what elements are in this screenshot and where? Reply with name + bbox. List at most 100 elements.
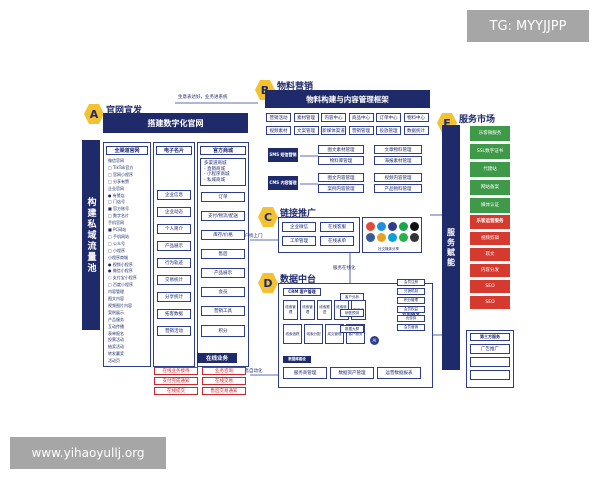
social-icon bbox=[388, 233, 397, 242]
section-c-title: 链接推广 bbox=[280, 209, 317, 219]
flow-note-top: 生意表达好，业务进系统 bbox=[178, 95, 228, 100]
section-b-title: 物料营销 bbox=[277, 82, 314, 92]
card-item: 分享统计 bbox=[157, 292, 191, 302]
material-mid1-item: 图文素材管理 bbox=[318, 145, 364, 154]
member-item: 优惠券 bbox=[397, 315, 425, 322]
channel-list-item: 图文内容 bbox=[108, 296, 124, 301]
social-icon bbox=[366, 222, 375, 231]
material-row2-item: 营销管理 bbox=[348, 126, 374, 135]
card-item: 拓客数据 bbox=[157, 309, 191, 319]
red-service: SEO bbox=[470, 296, 510, 309]
material-row1-item: 商品中心 bbox=[348, 113, 374, 122]
material-mid2-item: 图文内容管理 bbox=[318, 173, 364, 182]
channel-website-header: 全渠道官网 bbox=[106, 146, 148, 155]
material-row2-item: 视频素材 bbox=[266, 126, 291, 135]
social-icon bbox=[399, 222, 408, 231]
online-item: 在线交易 bbox=[202, 377, 246, 385]
channel-list-item: 投票活动 bbox=[108, 337, 124, 343]
data-bottom-item: 服务商管理 bbox=[283, 367, 327, 379]
channel-list-item: 互动传播 bbox=[108, 323, 124, 329]
data-bottom-item: 运营数据报表 bbox=[377, 367, 421, 379]
material-row1-item: 物料中心 bbox=[403, 113, 429, 122]
material-row2-item: 文案管理 bbox=[293, 126, 319, 135]
channel-list-item: ○ 支付宝小程序 bbox=[108, 275, 137, 281]
material-row1-item: 素材管理 bbox=[293, 113, 319, 122]
channel-list-item: □ 数字名片 bbox=[108, 213, 130, 219]
channel-list-item: ● 有赞店 bbox=[108, 192, 125, 198]
crm-item-row2: 成交管理 bbox=[325, 324, 344, 344]
card-item: 企业动态 bbox=[157, 207, 191, 217]
member-item: 会员营销 bbox=[397, 324, 425, 331]
green-service: 乐客微服务 bbox=[470, 126, 510, 141]
green-service: 媒体认证 bbox=[470, 198, 510, 213]
channel-list-item: □ 分享有赞 bbox=[108, 178, 130, 184]
red-service: 软文 bbox=[470, 248, 510, 261]
card-item: 行为轨迹 bbox=[157, 258, 191, 268]
online-item: 业务咨询 bbox=[202, 367, 246, 375]
channel-list-item: ■ 官方账号 bbox=[108, 206, 130, 212]
third-party-title: 第三方服务 bbox=[470, 333, 510, 341]
crm-item: 线索管理 bbox=[283, 300, 298, 320]
sms-label: SMS 短信营销 bbox=[268, 148, 298, 162]
material-right1-item: 文章物料管理 bbox=[374, 145, 422, 154]
red-service: 内容分发 bbox=[470, 264, 510, 277]
channel-list-item: □ TikTok官方 bbox=[108, 164, 134, 170]
channel-list-item: 抽奖活动 bbox=[108, 344, 124, 350]
data-bottom-item: 数据资产管理 bbox=[330, 367, 374, 379]
crm-label: CRM 客户管理 bbox=[283, 288, 321, 296]
mall-item: 会员 bbox=[201, 287, 245, 297]
section-b-banner: 物料构建与内容管理框架 bbox=[265, 90, 430, 108]
channel-list-item: 微信官网 bbox=[108, 158, 124, 163]
material-row2-item: 数据统计 bbox=[403, 126, 429, 135]
customer-note: 客户找上门 bbox=[240, 234, 263, 239]
mall-item: 订单 bbox=[201, 192, 245, 202]
channel-list-item: □ 门店号 bbox=[108, 199, 126, 205]
material-right2-item: 视频内容管理 bbox=[374, 173, 422, 182]
material-mid1-item: 物料库管理 bbox=[318, 156, 364, 165]
channel-list-item: ● 视频小程序 bbox=[108, 261, 133, 267]
channel-list-item: 内容管理 bbox=[108, 289, 124, 295]
member-item: 会员注册 bbox=[397, 279, 425, 286]
mall-item: 库存/价格 bbox=[201, 230, 245, 240]
data-side-note: 销售预测 bbox=[340, 309, 364, 317]
red-service: 视频剪辑 bbox=[470, 232, 510, 245]
material-row1-item: 订单中心 bbox=[376, 113, 401, 122]
online-item: 售后交易通知 bbox=[202, 387, 246, 395]
ops-service-title: 乐客运营服务 bbox=[470, 215, 510, 229]
mall-channel-line: - 直销商城 bbox=[204, 166, 226, 172]
mall-channel-line: - 私域商城 bbox=[204, 177, 226, 183]
channel-list-item: □ 手机网站 bbox=[108, 233, 130, 239]
channel-list-item: 案例展示 bbox=[108, 309, 124, 315]
section-a-hex: A bbox=[84, 104, 104, 124]
section-e-title: 服务市场 bbox=[459, 115, 496, 125]
member-item: 积分管理 bbox=[397, 297, 425, 304]
red-service: SEO bbox=[470, 280, 510, 293]
channel-list-item: 活动页 bbox=[108, 358, 120, 364]
mall-channel-line: - 小程序商城 bbox=[204, 172, 230, 177]
card-item: 营销活动 bbox=[157, 326, 191, 336]
channel-list-item: 产品服务 bbox=[108, 316, 124, 322]
social-share-label: 社交媒体分享 bbox=[378, 247, 399, 251]
promo-item: 企业微信 bbox=[282, 222, 316, 232]
database-label: 数据库建设 bbox=[283, 356, 311, 363]
service-empower-label: 服务赋能 bbox=[442, 125, 460, 370]
online-item: 支付完成通知 bbox=[154, 377, 198, 385]
green-service: SSL数字证书 bbox=[470, 144, 510, 159]
channel-list-item: □ 官网小程序 bbox=[108, 171, 134, 177]
channel-list-item: 表单报名 bbox=[108, 330, 124, 336]
section-a-side-label: 构建私域流量池 bbox=[82, 140, 100, 330]
material-right1-item: 海报素材管理 bbox=[374, 156, 422, 165]
service-online-note: 服务在线化 bbox=[333, 266, 356, 271]
social-icon bbox=[377, 233, 386, 242]
data-side-note: 数据大屏 bbox=[340, 325, 364, 333]
channel-list-item: □ 百度小程序 bbox=[108, 282, 134, 288]
online-item: 在线提交 bbox=[154, 387, 198, 395]
crm-item-row2: 线索分配 bbox=[304, 324, 323, 344]
mall-item: 产品展示 bbox=[201, 268, 245, 278]
section-d-hex: D bbox=[258, 273, 278, 293]
crm-item-row2: 线索追踪 bbox=[283, 324, 302, 344]
channel-list-item: ■ PC网站 bbox=[108, 227, 127, 232]
material-row1-item: 内容中心 bbox=[321, 113, 346, 122]
member-item: 分销机制 bbox=[397, 288, 425, 295]
